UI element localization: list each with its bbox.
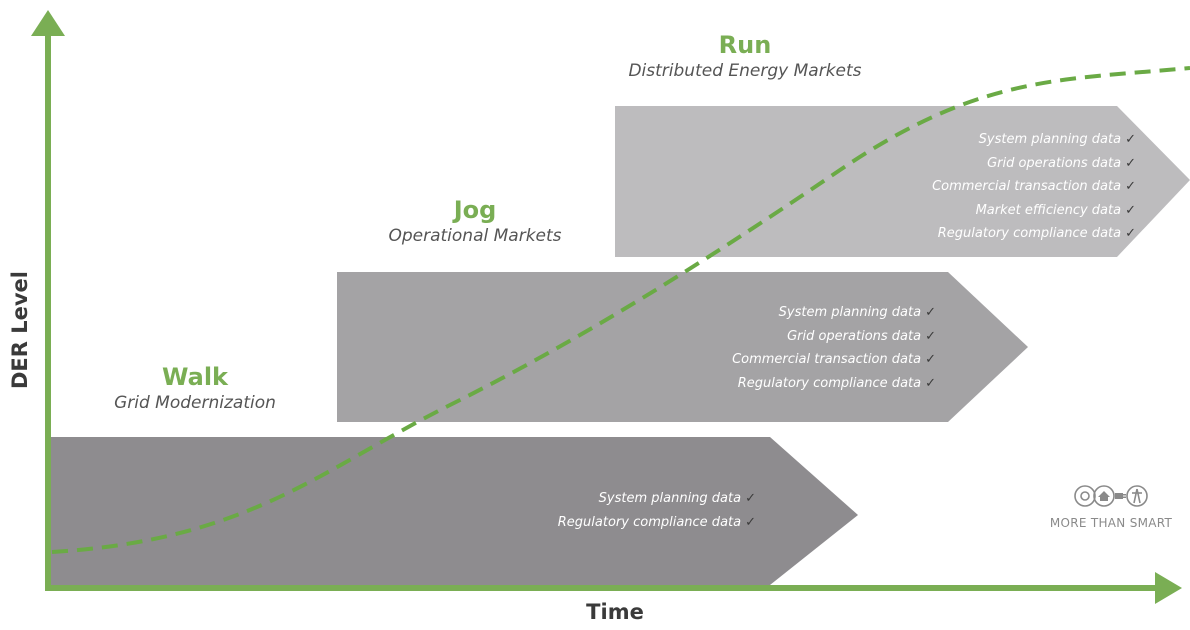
checkmark-icon: ✓ xyxy=(1125,226,1136,241)
checkmark-icon: ✓ xyxy=(745,514,756,530)
list-item: Commercial transaction data✓ xyxy=(932,175,1136,199)
y-axis-arrow xyxy=(31,10,65,36)
list-item: Regulatory compliance data✓ xyxy=(732,372,936,396)
jog-heading: Jog Operational Markets xyxy=(355,195,595,247)
list-item: Regulatory compliance data✓ xyxy=(932,222,1136,246)
walk-subtitle: Grid Modernization xyxy=(114,393,276,413)
list-item: System planning data✓ xyxy=(558,487,756,511)
y-axis-label: DER Level xyxy=(8,271,32,390)
item-label: System planning data xyxy=(598,491,742,506)
x-axis-label: Time xyxy=(586,600,644,624)
x-axis-arrow xyxy=(1155,572,1182,604)
run-title: Run xyxy=(718,31,772,59)
checkmark-icon: ✓ xyxy=(1125,155,1136,171)
item-label: Commercial transaction data xyxy=(732,352,922,367)
jog-title: Jog xyxy=(453,196,497,224)
item-label: System planning data xyxy=(978,132,1122,147)
run-stage-shape xyxy=(615,106,1190,257)
checkmark-icon: ✓ xyxy=(1125,202,1136,218)
item-label: Market efficiency data xyxy=(975,202,1122,218)
run-heading: Run Distributed Energy Markets xyxy=(590,30,900,82)
item-label: Grid operations data xyxy=(787,328,922,344)
sun-icon xyxy=(1074,485,1096,507)
jog-items: System planning data✓ Grid operations da… xyxy=(732,301,936,395)
list-item: Regulatory compliance data✓ xyxy=(558,511,756,535)
list-item: Grid operations data✓ xyxy=(932,152,1136,176)
item-label: Grid operations data xyxy=(987,155,1122,171)
item-label: System planning data xyxy=(778,305,922,320)
jog-stage-shape xyxy=(337,272,1028,422)
more-than-smart-logo: MORE THAN SMART xyxy=(1036,484,1186,530)
item-label: Regulatory compliance data xyxy=(557,514,742,530)
checkmark-icon: ✓ xyxy=(1125,132,1136,147)
list-item: Commercial transaction data✓ xyxy=(732,348,936,372)
checkmark-icon: ✓ xyxy=(925,352,936,367)
list-item: Grid operations data✓ xyxy=(732,325,936,349)
house-icon xyxy=(1093,485,1115,507)
walk-title: Walk xyxy=(162,363,228,391)
checkmark-icon: ✓ xyxy=(1125,179,1136,194)
list-item: System planning data✓ xyxy=(932,128,1136,152)
walk-heading: Walk Grid Modernization xyxy=(80,362,310,414)
run-subtitle: Distributed Energy Markets xyxy=(628,61,862,81)
der-growth-curve xyxy=(51,66,1190,554)
walk-items: System planning data✓ Regulatory complia… xyxy=(558,487,756,534)
logo-mark xyxy=(1074,485,1148,507)
run-items: System planning data✓ Grid operations da… xyxy=(932,128,1136,246)
jog-subtitle: Operational Markets xyxy=(388,226,562,246)
checkmark-icon: ✓ xyxy=(925,305,936,320)
list-item: Market efficiency data✓ xyxy=(932,199,1136,223)
logo-text: MORE THAN SMART xyxy=(1049,516,1173,530)
checkmark-icon: ✓ xyxy=(745,491,756,506)
item-label: Regulatory compliance data xyxy=(937,226,1122,241)
list-item: System planning data✓ xyxy=(732,301,936,325)
plug-icon xyxy=(1115,493,1126,499)
grid-tower-icon xyxy=(1126,485,1148,507)
walk-stage-shape xyxy=(48,437,858,585)
checkmark-icon: ✓ xyxy=(925,328,936,344)
item-label: Commercial transaction data xyxy=(932,179,1122,194)
checkmark-icon: ✓ xyxy=(925,375,936,391)
item-label: Regulatory compliance data xyxy=(737,375,922,391)
